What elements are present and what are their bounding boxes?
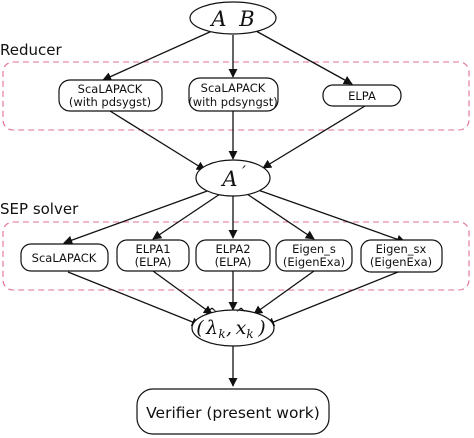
edge-solver-scalapack-to-eigenresult — [67, 271, 201, 327]
eigenpair-close-paren: ) — [257, 317, 265, 339]
input-matrix-a: A — [209, 7, 226, 31]
eigenpair-x-hat: ^ — [235, 306, 247, 322]
eigenpair-comma: , — [226, 317, 232, 339]
reducer-group-box — [2, 61, 470, 131]
sep-solver-group-box — [2, 221, 470, 291]
input-node: A B — [189, 1, 277, 35]
verifier-node: Verifier (present work) — [136, 388, 330, 435]
edge-reduced-to-solver-5 — [257, 189, 406, 244]
reducer-node-3-line1: ELPA — [348, 89, 376, 103]
solver-node-3-line2: (ELPA) — [215, 255, 252, 269]
eigenpair-lambda-subscript: k — [218, 327, 225, 341]
reduced-prime: ′ — [242, 163, 246, 183]
solver-node-5-line2: (EigenExa) — [370, 255, 432, 269]
eigenpair-x-subscript: k — [246, 327, 253, 341]
reducer-group-label: Reducer — [0, 41, 62, 59]
edge-reduced-to-solver-4 — [246, 193, 315, 240]
verifier-box — [136, 388, 330, 435]
reducer-node-1-line1: ScaLAPACK — [78, 82, 143, 96]
eigenpair-lambda-hat: ^ — [206, 306, 218, 322]
solver-node-4-line1: Eigen_s — [292, 242, 336, 256]
edge-reduced-to-solver-2 — [152, 193, 221, 240]
edge-solver-eigens-to-eigenresult — [253, 270, 315, 315]
eigenpair-x: x — [236, 317, 247, 339]
edge-solver-eigensx-to-eigenresult — [265, 271, 399, 327]
solver-node-2: ELPA1 (ELPA) — [116, 239, 190, 272]
sep-solver-group-label: SEP solver — [0, 200, 79, 218]
solver-node-3: ELPA2 (ELPA) — [195, 239, 271, 272]
verifier-label: Verifier (present work) — [146, 404, 320, 422]
solver-node-1-line1: ScaLAPACK — [32, 251, 97, 265]
solver-node-2-line2: (ELPA) — [135, 255, 172, 269]
edge-reducer-3-to-reduced — [262, 105, 366, 169]
reducer-node-2: ScaLAPACK (with pdsyngst) — [188, 77, 279, 112]
solver-node-2-line1: ELPA1 — [135, 242, 170, 256]
edge-reducer-1-to-reduced — [109, 110, 206, 171]
reduced-matrix: A — [220, 167, 237, 191]
solver-node-1: ScaLAPACK — [20, 243, 109, 272]
reducer-node-2-line2: (with pdsyngst) — [188, 95, 278, 109]
edges — [63, 30, 406, 387]
solver-node-5-line1: Eigen_sx — [376, 242, 427, 256]
solver-node-4: Eigen_s (EigenExa) — [275, 239, 353, 272]
reduced-node: A ′ — [195, 159, 271, 197]
eigenpair-ellipse — [191, 309, 275, 347]
reducer-node-1-line2: (with pdsygst) — [69, 95, 151, 109]
edge-input-to-reducer-3 — [255, 30, 353, 85]
edge-reduced-to-solver-1 — [63, 189, 211, 245]
eigenpair-lambda: λ — [205, 317, 218, 339]
input-matrix-b: B — [238, 7, 254, 31]
solver-node-3-line1: ELPA2 — [215, 242, 250, 256]
solver-node-5: Eigen_sx (EigenExa) — [360, 239, 443, 273]
reducer-node-3: ELPA — [322, 84, 402, 107]
eigenpair-open-paren: ( — [196, 317, 204, 339]
edge-solver-elpa1-to-eigenresult — [152, 270, 213, 315]
reducer-node-1: ScaLAPACK (with pdsygst) — [58, 79, 163, 112]
edge-input-to-reducer-1 — [102, 30, 213, 81]
solver-node-4-line2: (EigenExa) — [283, 255, 345, 269]
reducer-node-2-line1: ScaLAPACK — [201, 81, 266, 95]
